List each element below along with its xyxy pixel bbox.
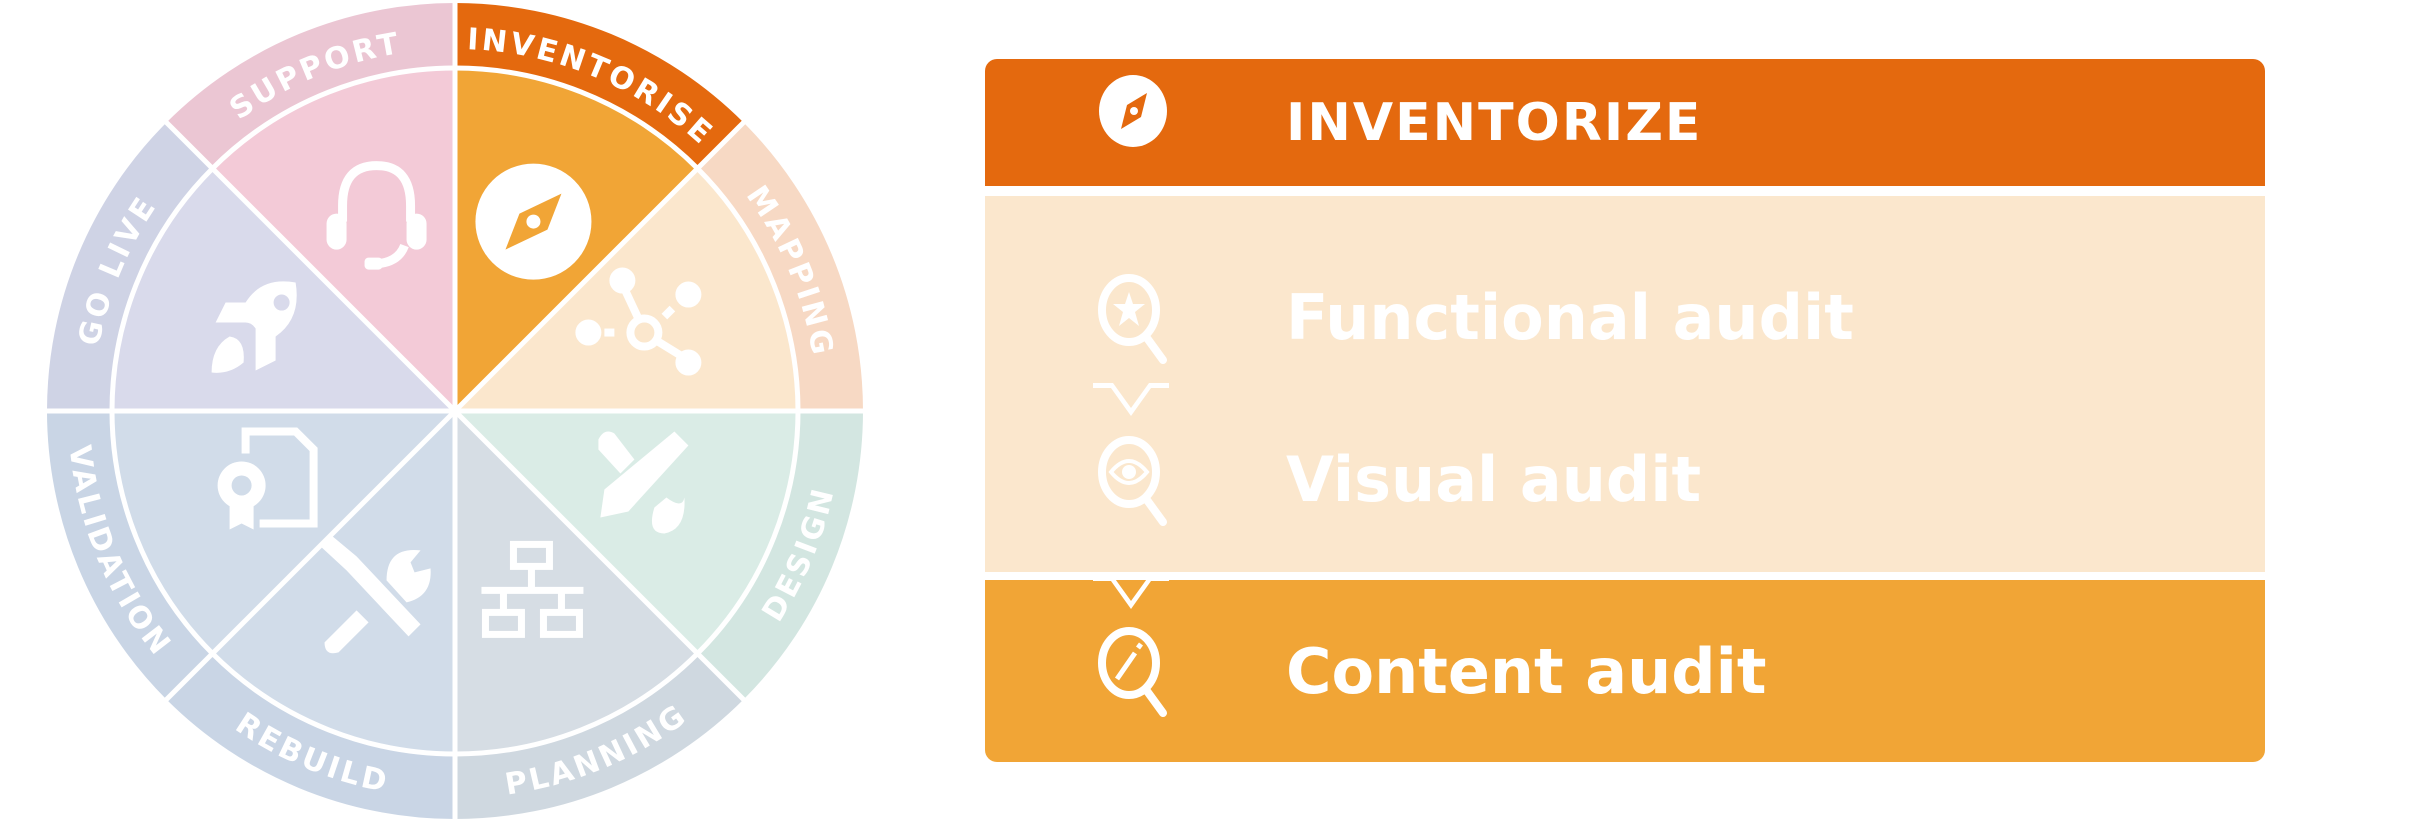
step-inventorize[interactable]: INVENTORIZE xyxy=(985,59,2265,186)
search-pencil-icon xyxy=(1098,627,1167,717)
wedge-outer-planning[interactable] xyxy=(455,653,744,819)
step-label: Content audit xyxy=(1286,634,1767,708)
wedge-outer-inventorise[interactable] xyxy=(455,3,744,169)
inventorize-steps-panel: INVENTORIZE Functional audit Visual audi… xyxy=(985,59,2265,762)
step-label: Visual audit xyxy=(1286,443,1702,516)
chevron-down-divider xyxy=(1093,576,1169,609)
process-wheel: INVENTORISEMAPPINGDESIGNPLANNINGREBUILDV… xyxy=(45,1,865,821)
wedge-inner-planning[interactable] xyxy=(455,411,698,754)
search-star-icon xyxy=(1098,273,1167,364)
wedge-inner-design[interactable] xyxy=(455,411,798,654)
wedge-outer-design[interactable] xyxy=(697,411,863,700)
wedge-outer-mapping[interactable] xyxy=(697,122,863,412)
wedge-inner-validation[interactable] xyxy=(112,411,455,654)
compass-icon xyxy=(1099,74,1167,147)
certificate-icon xyxy=(217,427,318,530)
headset-icon xyxy=(326,161,427,270)
wedge-outer-rebuild[interactable] xyxy=(166,653,455,819)
wedge-outer-validation[interactable] xyxy=(47,411,213,700)
pencil-brush-icon xyxy=(598,431,689,534)
step-content-audit[interactable]: Content audit xyxy=(985,580,2265,762)
sitemap-icon xyxy=(481,540,584,638)
wedge-outer-golive[interactable] xyxy=(47,122,213,412)
wedge-inner-rebuild[interactable] xyxy=(212,411,455,754)
step-label: Functional audit xyxy=(1286,281,1854,354)
network-icon xyxy=(575,267,702,376)
search-eye-icon xyxy=(1098,435,1167,526)
inner-ring xyxy=(109,65,801,757)
rocket-icon xyxy=(211,281,297,373)
chevron-down-divider xyxy=(1093,383,1169,416)
tools-icon xyxy=(320,536,431,654)
wedge-outer-support[interactable] xyxy=(166,3,455,169)
compass-icon xyxy=(475,163,592,280)
step-label: INVENTORIZE xyxy=(1286,92,1703,153)
step-visual-audit[interactable]: Visual audit xyxy=(985,387,2265,572)
